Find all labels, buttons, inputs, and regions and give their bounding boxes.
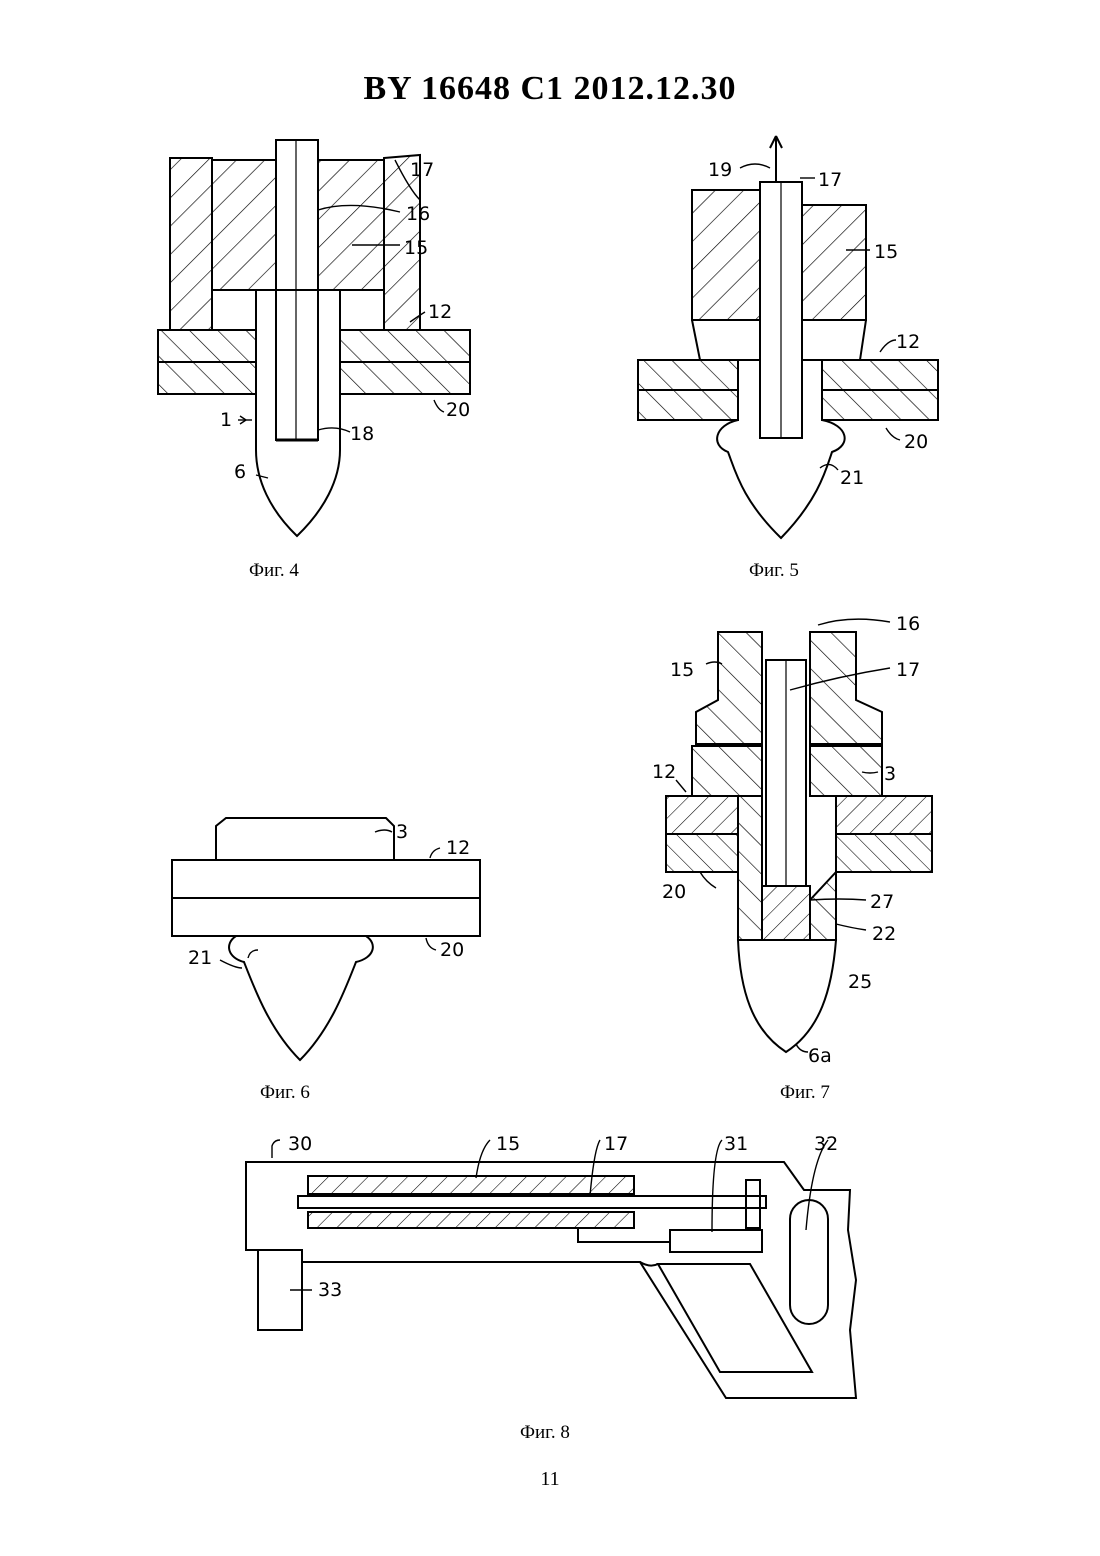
fig8-ref-31: 31	[724, 1133, 748, 1155]
fig8-ref-17: 17	[604, 1133, 628, 1155]
fig5-ref-12: 12	[896, 331, 920, 353]
fig5-ref-17: 17	[818, 169, 842, 191]
fig7-ref-3: 3	[884, 763, 896, 785]
page-number: 11	[0, 1468, 1100, 1491]
figure-5-caption: Фиг. 5	[749, 560, 799, 582]
fig7-ref-17: 17	[896, 659, 920, 681]
fig4-ref-6: 6	[234, 461, 246, 483]
fig7-ref-27: 27	[870, 891, 894, 913]
fig7-ref-22: 22	[872, 923, 896, 945]
fig5-ref-19: 19	[708, 159, 732, 181]
fig8-ref-15: 15	[496, 1133, 520, 1155]
fig7-ref-16: 16	[896, 613, 920, 635]
fig4-ref-1: 1	[220, 409, 232, 431]
fig7-ref-6a: 6a	[808, 1045, 832, 1067]
figure-5-drawing	[638, 136, 938, 538]
fig4-ref-12: 12	[428, 301, 452, 323]
fig4-ref-16: 16	[406, 203, 430, 225]
fig7-ref-20: 20	[662, 881, 686, 903]
figure-4-drawing	[158, 140, 470, 536]
fig5-ref-21: 21	[840, 467, 864, 489]
fig7-ref-15: 15	[670, 659, 694, 681]
fig6-ref-21: 21	[188, 947, 212, 969]
fig8-ref-32: 32	[814, 1133, 838, 1155]
fig4-ref-17: 17	[410, 159, 434, 181]
figure-4-caption: Фиг. 4	[249, 560, 299, 582]
fig6-ref-20: 20	[440, 939, 464, 961]
figure-6-drawing	[172, 818, 480, 1060]
figure-7-drawing	[666, 619, 932, 1052]
figure-8-drawing	[246, 1140, 856, 1398]
figure-6-caption: Фиг. 6	[260, 1082, 310, 1104]
fig4-ref-15: 15	[404, 237, 428, 259]
figure-7-caption: Фиг. 7	[780, 1082, 830, 1104]
fig8-ref-33: 33	[318, 1279, 342, 1301]
fig7-ref-12: 12	[652, 761, 676, 783]
fig5-ref-15: 15	[874, 241, 898, 263]
fig6-ref-12: 12	[446, 837, 470, 859]
fig5-ref-20: 20	[904, 431, 928, 453]
fig6-ref-3: 3	[396, 821, 408, 843]
fig8-ref-30: 30	[288, 1133, 312, 1155]
fig4-ref-20: 20	[446, 399, 470, 421]
figure-8-caption: Фиг. 8	[520, 1422, 570, 1444]
fig7-ref-25: 25	[848, 971, 872, 993]
fig4-ref-18: 18	[350, 423, 374, 445]
